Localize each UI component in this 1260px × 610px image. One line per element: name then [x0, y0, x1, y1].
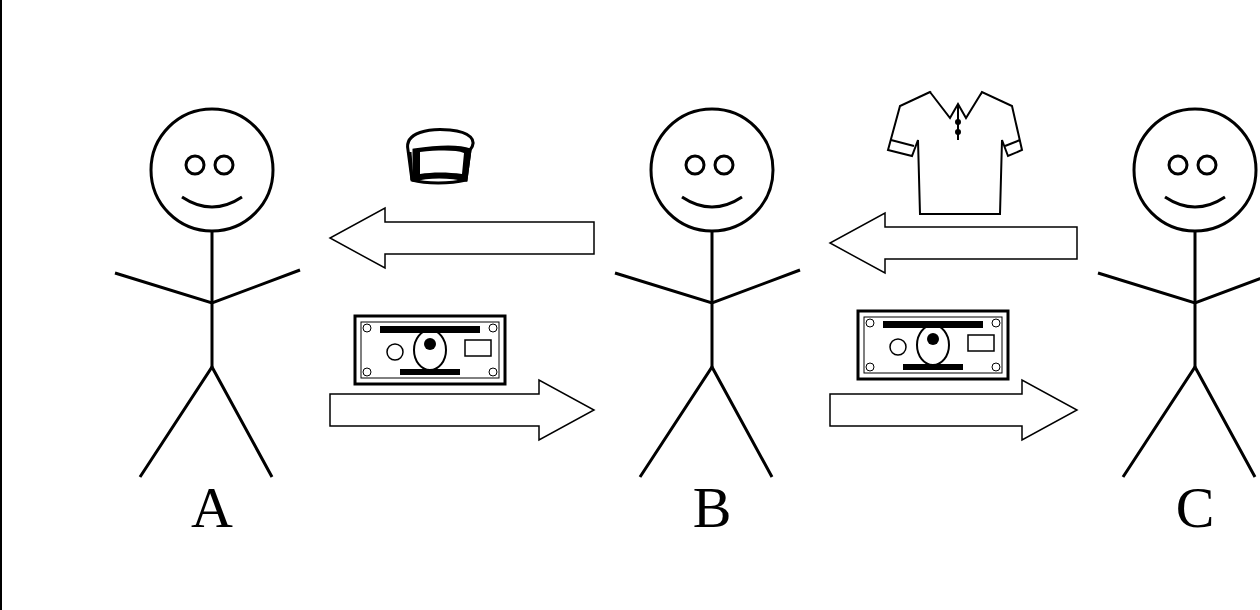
- person-node: A: [112, 105, 312, 537]
- flow-arrow: [330, 208, 594, 268]
- stick-figure: [612, 105, 812, 485]
- dollar-bill: [858, 311, 1008, 379]
- shirt-icon: [888, 92, 1022, 214]
- person-node: B: [612, 105, 812, 537]
- bread-icon: [408, 130, 473, 183]
- frame-edge: [0, 0, 2, 610]
- person-label: A: [112, 479, 312, 537]
- flow-arrow: [330, 380, 594, 440]
- stick-figure: [112, 105, 312, 485]
- dollar-bill: [355, 316, 505, 384]
- stick-figure: [1095, 105, 1260, 485]
- person-label: C: [1095, 479, 1260, 537]
- person-label: B: [612, 479, 812, 537]
- person-node: C: [1095, 105, 1260, 537]
- flow-arrow: [830, 380, 1077, 440]
- flow-arrow: [830, 213, 1077, 273]
